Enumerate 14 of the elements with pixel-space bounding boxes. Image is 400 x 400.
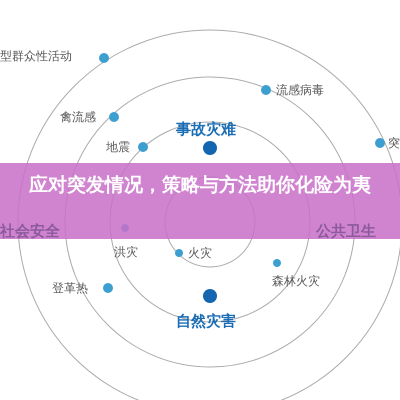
category-label: 公共卫生 [316,222,376,241]
label: 禽流感 [60,109,96,126]
label: 流感病毒 [276,82,324,99]
category-label: 社会安全 [0,222,60,241]
label: 火灾 [188,245,212,262]
label: 森林火灾 [272,273,320,290]
category-label: 事故灾难 [176,120,236,139]
title: 应对突发情况，策略与方法助你化险为夷 [28,173,372,198]
label: 地震 [106,139,130,156]
label: 突 [388,135,400,152]
label: 洪灾 [114,244,138,261]
category-label: 自然灾害 [176,312,236,331]
label: 型群众性活动 [0,48,72,65]
label: 登革热 [52,280,88,297]
